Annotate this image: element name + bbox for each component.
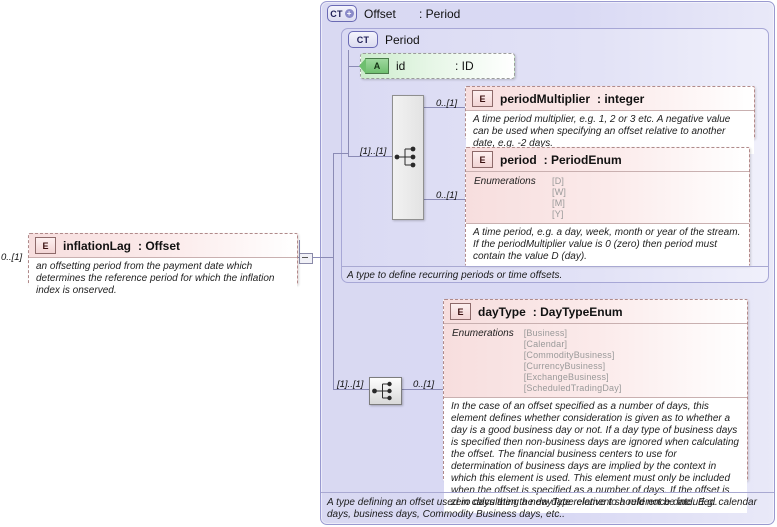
element-title-row: E inflationLag : Offset: [29, 234, 297, 257]
element-node-periodmultiplier[interactable]: E periodMultiplier : integer A time peri…: [465, 86, 755, 154]
connector-line: [299, 240, 300, 254]
connector-line: [333, 153, 334, 390]
attribute-name: id: [396, 59, 406, 73]
element-name: inflationLag: [63, 238, 131, 253]
connector-line: [422, 199, 465, 200]
element-type: : PeriodEnum: [543, 152, 622, 167]
element-documentation: A time period, e.g. a day, week, month o…: [466, 223, 749, 267]
element-name: dayType: [478, 304, 526, 319]
element-documentation: In the case of an offset specified as a …: [444, 397, 747, 513]
enumerations-values: [D] [W] [M] [Y]: [552, 176, 566, 219]
connector-line: [348, 156, 392, 157]
connector-line: [348, 66, 349, 156]
enumerations-values: [Business] [Calendar] [CommodityBusiness…: [524, 328, 622, 393]
offset-type: : Period: [419, 6, 461, 21]
cardinality-sequence-1: [1]..[1]: [360, 146, 387, 157]
element-title-row: E dayType : DayTypeEnum: [444, 300, 747, 323]
complextype-badge-icon[interactable]: CT: [348, 31, 378, 48]
enumeration-value: [Business]: [523, 328, 568, 338]
connector-line: [348, 66, 361, 67]
attribute-node-id[interactable]: A id : ID: [359, 53, 515, 79]
cardinality-periodmultiplier: 0..[1]: [436, 98, 458, 109]
element-title-row: E periodMultiplier : integer: [466, 87, 754, 110]
element-badge-icon: E: [472, 90, 493, 107]
enumeration-value: [ExchangeBusiness]: [523, 372, 609, 382]
cardinality-sequence-2: [1]..[1]: [337, 379, 364, 390]
ct-badge-label: CT: [330, 8, 343, 19]
element-documentation: an offsetting period from the payment da…: [29, 257, 297, 301]
enumeration-value: [D]: [552, 176, 565, 186]
sequence-compositor-2[interactable]: [369, 377, 402, 405]
complextype-badge-icon[interactable]: CT+: [327, 5, 357, 22]
connector-line: [348, 50, 349, 67]
enumerations-label: Enumerations: [452, 328, 514, 339]
offset-documentation: A type defining an offset used in calcul…: [321, 492, 774, 524]
element-badge-icon: E: [450, 303, 471, 320]
connector-line: [422, 107, 465, 108]
collapse-toggle-button[interactable]: [299, 253, 313, 264]
connector-line: [333, 153, 349, 154]
offset-header[interactable]: CT+ Offset : Period: [327, 5, 460, 22]
offset-name: Offset: [364, 6, 396, 21]
cardinality-inflationlag: 0..[1]: [1, 252, 23, 263]
enumerations-label: Enumerations: [474, 176, 536, 187]
connector-line: [311, 257, 333, 258]
element-enumerations: Enumerations [D] [W] [M] [Y]: [466, 171, 749, 223]
enumeration-value: [CommodityBusiness]: [523, 350, 615, 360]
enumeration-value: [Y]: [552, 209, 564, 219]
element-node-period[interactable]: E period : PeriodEnum Enumerations [D] […: [465, 147, 750, 267]
element-name: period: [500, 152, 537, 167]
period-header[interactable]: CT Period: [348, 31, 420, 48]
element-node-daytype[interactable]: E dayType : DayTypeEnum Enumerations [Bu…: [443, 299, 748, 513]
element-type: : integer: [597, 91, 645, 106]
connector-line: [333, 389, 369, 390]
attribute-title-row: A id : ID: [359, 54, 514, 77]
element-enumerations: Enumerations [Business] [Calendar] [Comm…: [444, 323, 747, 397]
element-badge-icon: E: [472, 151, 493, 168]
minus-icon: [302, 257, 308, 258]
period-name: Period: [385, 32, 420, 47]
sequence-icon: [394, 146, 416, 168]
expand-plus-icon[interactable]: +: [344, 9, 354, 18]
connector-line: [400, 389, 443, 390]
sequence-icon: [372, 381, 392, 401]
element-name: periodMultiplier: [500, 91, 590, 106]
cardinality-period: 0..[1]: [436, 190, 458, 201]
ct-badge-label: CT: [356, 34, 370, 45]
period-documentation: A type to define recurring periods or ti…: [341, 266, 769, 283]
enumeration-value: [CurrencyBusiness]: [523, 361, 606, 371]
element-node-inflationlag[interactable]: E inflationLag : Offset an offsetting pe…: [28, 233, 298, 301]
element-type: : DayTypeEnum: [532, 304, 623, 319]
cardinality-daytype: 0..[1]: [413, 379, 435, 390]
enumeration-value: [ScheduledTradingDay]: [523, 383, 622, 393]
element-type: : Offset: [138, 238, 180, 253]
element-documentation: A time period multiplier, e.g. 1, 2 or 3…: [466, 110, 754, 154]
sequence-compositor-1[interactable]: [392, 95, 424, 220]
element-badge-icon: E: [35, 237, 56, 254]
attribute-type: : ID: [455, 59, 474, 73]
enumeration-value: [Calendar]: [523, 339, 568, 349]
enumeration-value: [W]: [552, 187, 567, 197]
attribute-badge-icon: A: [359, 58, 389, 74]
element-title-row: E period : PeriodEnum: [466, 148, 749, 171]
enumeration-value: [M]: [552, 198, 566, 208]
